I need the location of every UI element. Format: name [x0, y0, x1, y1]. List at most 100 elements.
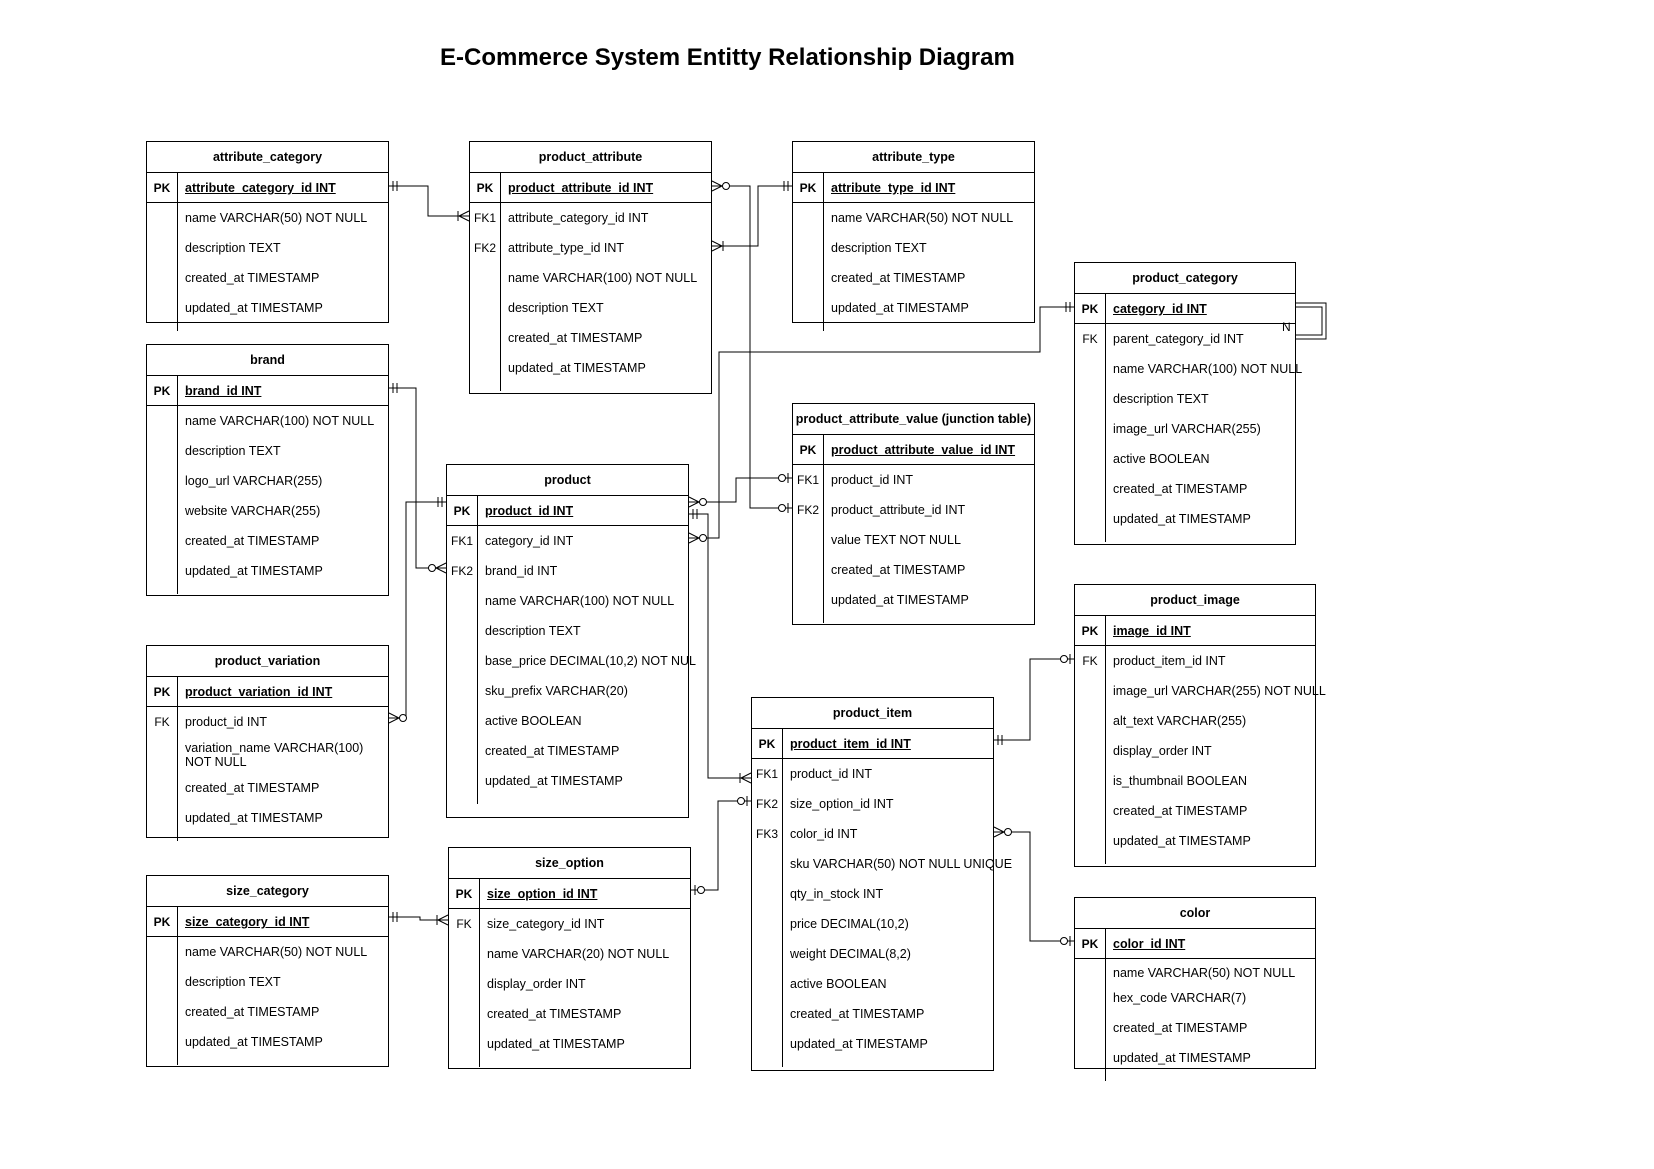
field-row[interactable]: created_at TIMESTAMP [470, 323, 711, 353]
field-row[interactable]: name VARCHAR(100) NOT NULL [447, 586, 688, 616]
field-row[interactable]: is_thumbnail BOOLEAN [1075, 766, 1315, 796]
field-row[interactable]: image_url VARCHAR(255) NOT NULL [1075, 676, 1326, 706]
field-row[interactable]: created_at TIMESTAMP [793, 555, 1034, 585]
field-row[interactable]: name VARCHAR(50) NOT NULL [147, 203, 388, 233]
field-row[interactable]: display_order INT [1075, 736, 1315, 766]
entity-product-attribute-value[interactable]: product_attribute_value (junction table)… [792, 403, 1035, 625]
field-row[interactable]: created_at TIMESTAMP [447, 736, 688, 766]
field-row[interactable]: description TEXT [470, 293, 711, 323]
field-row[interactable]: image_url VARCHAR(255) [1075, 414, 1295, 444]
field-row[interactable]: created_at TIMESTAMP [147, 773, 388, 803]
field-row[interactable]: created_at TIMESTAMP [147, 263, 388, 293]
field-row[interactable]: weight DECIMAL(8,2) [752, 939, 993, 969]
field-row[interactable]: qty_in_stock INT [752, 879, 993, 909]
field-row[interactable]: variation_name VARCHAR(100) NOT NULL [147, 737, 388, 773]
field-row[interactable]: name VARCHAR(50) NOT NULL [793, 203, 1034, 233]
field-row[interactable]: description TEXT [147, 233, 388, 263]
field-row[interactable]: description TEXT [1075, 384, 1295, 414]
field-row[interactable]: name VARCHAR(50) NOT NULL [1075, 959, 1315, 983]
field-row[interactable]: created_at TIMESTAMP [1075, 474, 1295, 504]
field-row[interactable]: description TEXT [147, 967, 388, 997]
field-row[interactable]: updated_at TIMESTAMP [1075, 826, 1315, 856]
field-row[interactable]: created_at TIMESTAMP [147, 997, 388, 1027]
field-row[interactable]: created_at TIMESTAMP [1075, 796, 1315, 826]
field-row[interactable]: sku VARCHAR(50) NOT NULL UNIQUE [752, 849, 1012, 879]
field-row[interactable]: website VARCHAR(255) [147, 496, 388, 526]
field-row[interactable]: created_at TIMESTAMP [793, 263, 1034, 293]
field-row[interactable]: updated_at TIMESTAMP [147, 556, 388, 586]
field-row[interactable]: created_at TIMESTAMP [449, 999, 690, 1029]
field-row[interactable]: updated_at TIMESTAMP [1075, 1043, 1315, 1073]
field-row[interactable]: name VARCHAR(50) NOT NULL [147, 937, 388, 967]
field-row[interactable]: created_at TIMESTAMP [752, 999, 993, 1029]
field-row[interactable]: updated_at TIMESTAMP [1075, 504, 1295, 534]
field-row[interactable]: description TEXT [793, 233, 1034, 263]
field-row[interactable]: price DECIMAL(10,2) [752, 909, 993, 939]
field-row[interactable]: updated_at TIMESTAMP [793, 585, 1034, 615]
field-row[interactable]: active BOOLEAN [447, 706, 688, 736]
field-row[interactable]: created_at TIMESTAMP [1075, 1013, 1315, 1043]
field-row[interactable]: updated_at TIMESTAMP [447, 766, 688, 796]
field-row[interactable]: name VARCHAR(20) NOT NULL [449, 939, 690, 969]
field-row[interactable]: updated_at TIMESTAMP [793, 293, 1034, 323]
field-row[interactable]: value TEXT NOT NULL [793, 525, 1034, 555]
field-row[interactable]: alt_text VARCHAR(255) [1075, 706, 1315, 736]
field-row[interactable]: updated_at TIMESTAMP [147, 293, 388, 323]
field-row[interactable]: description TEXT [147, 436, 388, 466]
field-row[interactable]: updated_at TIMESTAMP [449, 1029, 690, 1059]
field-row[interactable]: created_at TIMESTAMP [147, 526, 388, 556]
field-row[interactable]: active BOOLEAN [1075, 444, 1295, 474]
field-row[interactable]: active BOOLEAN [752, 969, 993, 999]
field-row[interactable]: updated_at TIMESTAMP [147, 803, 388, 833]
field-row[interactable]: base_price DECIMAL(10,2) NOT NUL [447, 646, 696, 676]
field-row[interactable]: description TEXT [447, 616, 688, 646]
field-row[interactable]: display_order INT [449, 969, 690, 999]
field-row[interactable]: sku_prefix VARCHAR(20) [447, 676, 688, 706]
field-row[interactable]: updated_at TIMESTAMP [470, 353, 711, 383]
field-row[interactable]: logo_url VARCHAR(255) [147, 466, 388, 496]
field-row[interactable]: name VARCHAR(100) NOT NULL [147, 406, 388, 436]
field-row[interactable]: hex_code VARCHAR(7) [1075, 983, 1315, 1013]
field-row[interactable]: updated_at TIMESTAMP [752, 1029, 993, 1059]
field-row[interactable]: name VARCHAR(100) NOT NULL [470, 263, 711, 293]
field-row[interactable]: name VARCHAR(100) NOT NULL [1075, 354, 1302, 384]
field-row[interactable]: updated_at TIMESTAMP [147, 1027, 388, 1057]
